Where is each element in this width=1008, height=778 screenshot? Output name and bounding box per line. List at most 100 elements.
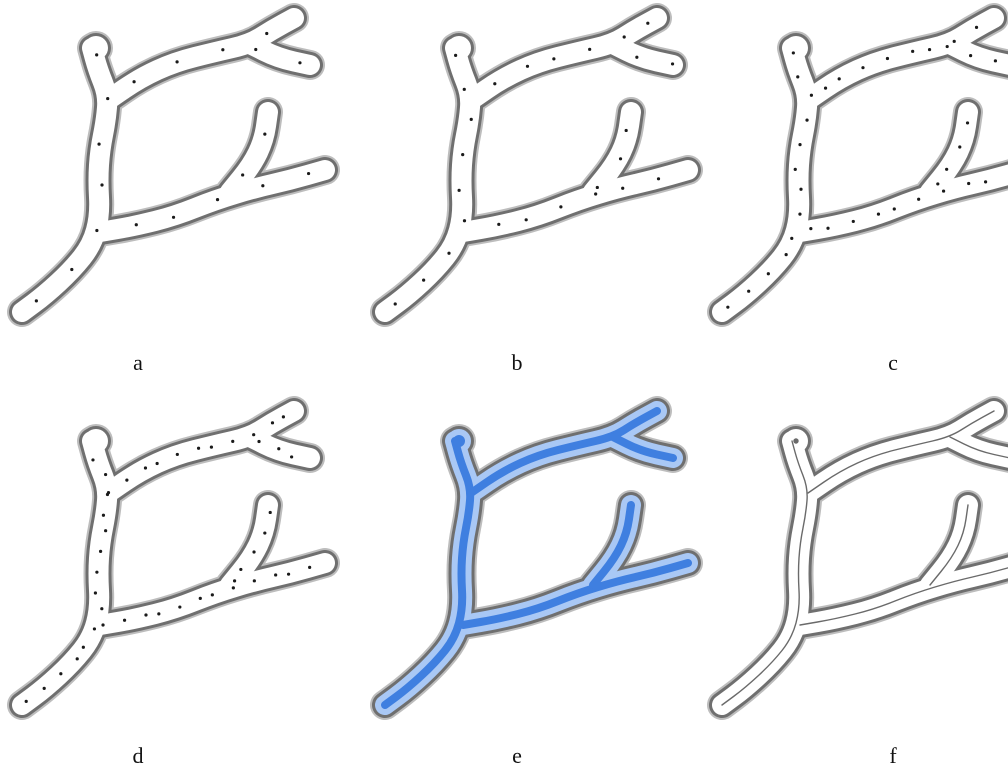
sample-dot <box>594 192 597 195</box>
blue-core-3 <box>463 563 688 625</box>
sample-dot <box>59 672 62 675</box>
branch-shape-d <box>0 393 336 733</box>
blue-core-knob <box>453 435 465 447</box>
sample-dot <box>95 53 98 56</box>
panel-f: f <box>700 393 1008 778</box>
sample-dot <box>805 119 808 122</box>
sample-dot <box>233 579 236 582</box>
branch-shape-c <box>700 0 1008 340</box>
panel-c: c <box>700 0 1008 385</box>
sample-dot <box>216 198 219 201</box>
sample-dot <box>646 22 649 25</box>
sample-dot <box>274 573 277 576</box>
sample-dot <box>261 184 264 187</box>
branch-shape-b <box>363 0 699 340</box>
sample-dot <box>43 687 46 690</box>
interior-knob <box>84 429 108 453</box>
sample-dot <box>144 466 147 469</box>
sample-dot <box>157 612 160 615</box>
sample-dot <box>621 187 624 190</box>
interior-3 <box>463 170 688 232</box>
sample-dot <box>917 198 920 201</box>
sample-dot <box>221 48 224 51</box>
sample-dot <box>767 272 770 275</box>
sample-dot <box>911 50 914 53</box>
interior-0 <box>22 441 107 705</box>
sample-dot <box>497 223 500 226</box>
sample-dot <box>810 94 813 97</box>
sample-dot <box>463 88 466 91</box>
panel-d: d <box>0 393 336 778</box>
sample-dot <box>35 299 38 302</box>
sample-dot <box>172 216 175 219</box>
sample-dot <box>253 579 256 582</box>
sample-dot <box>107 491 110 494</box>
sample-dot <box>493 82 496 85</box>
sample-dot <box>619 157 622 160</box>
sample-dot <box>794 168 797 171</box>
sample-dot <box>967 182 970 185</box>
sample-dot <box>132 80 135 83</box>
sample-dot <box>623 35 626 38</box>
interior-3 <box>800 563 1008 625</box>
panel-label-a: a <box>0 350 306 376</box>
sample-dot <box>156 462 159 465</box>
sample-dot <box>252 433 255 436</box>
sample-dot <box>747 290 750 293</box>
sample-dot <box>231 440 234 443</box>
sample-dot <box>298 61 301 64</box>
interior-knob <box>84 36 108 60</box>
sample-dot <box>796 75 799 78</box>
sample-dot <box>526 65 529 68</box>
sample-dot <box>232 586 235 589</box>
sample-dot <box>25 700 28 703</box>
sample-dot <box>877 213 880 216</box>
sample-dot <box>106 97 109 100</box>
sample-dot <box>852 220 855 223</box>
interior-3 <box>100 170 325 232</box>
sample-dot <box>197 447 200 450</box>
panel-label-d: d <box>0 743 306 769</box>
sample-dot <box>308 566 311 569</box>
panel-b: b <box>363 0 699 385</box>
sample-dot <box>265 32 268 35</box>
sample-dot <box>463 219 466 222</box>
sample-dot <box>596 186 599 189</box>
sample-dot <box>588 48 591 51</box>
sample-dot <box>269 511 272 514</box>
sample-dot <box>125 479 128 482</box>
sample-dot <box>254 48 257 51</box>
sample-dot <box>307 172 310 175</box>
sample-dot <box>95 571 98 574</box>
sample-dot <box>82 646 85 649</box>
skeleton-line-knob <box>793 438 798 443</box>
sample-dot <box>942 189 945 192</box>
sample-dot <box>945 168 948 171</box>
sample-dot <box>625 129 628 132</box>
sample-dot <box>552 57 555 60</box>
sample-dot <box>928 48 931 51</box>
sample-dot <box>559 205 562 208</box>
sample-dot <box>824 87 827 90</box>
sample-dot <box>175 60 178 63</box>
sample-dot <box>263 133 266 136</box>
sample-dot <box>277 447 280 450</box>
sample-dot <box>525 218 528 221</box>
interior-knob <box>447 36 471 60</box>
sample-dot <box>95 229 98 232</box>
sample-dot <box>447 252 450 255</box>
sample-dot <box>70 268 73 271</box>
panel-e: e <box>363 393 699 778</box>
sample-dot <box>241 173 244 176</box>
sample-dot <box>76 657 79 660</box>
sample-dot <box>458 189 461 192</box>
sample-dot <box>99 550 102 553</box>
interior-0 <box>722 48 807 312</box>
sample-dot <box>290 455 293 458</box>
interior-0 <box>385 48 470 312</box>
sample-dot <box>726 306 729 309</box>
sample-dot <box>239 568 242 571</box>
sample-dot <box>100 607 103 610</box>
sample-dot <box>100 183 103 186</box>
branch-shape-e <box>363 393 699 733</box>
